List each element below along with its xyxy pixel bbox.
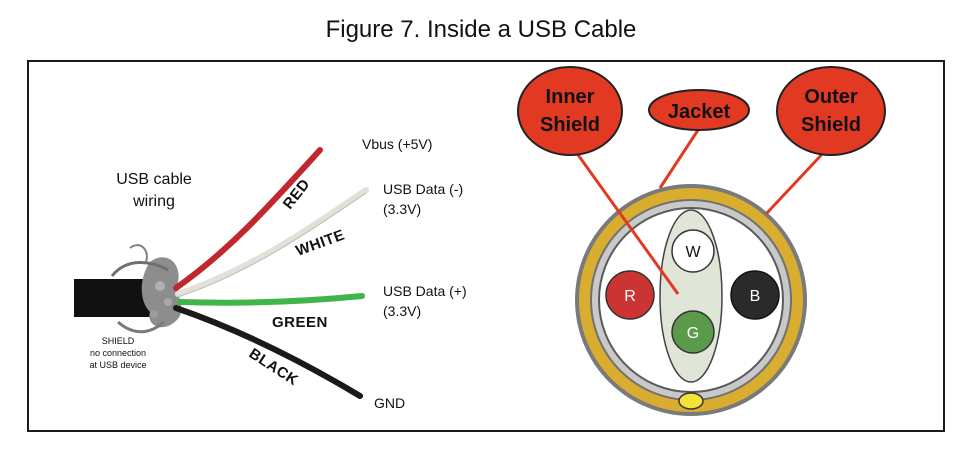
wire-label-red: RED	[280, 176, 314, 213]
pointer-outer-shield	[764, 148, 828, 216]
signal-label-vbus: Vbus (+5V)	[362, 136, 432, 152]
figure-title: Figure 7. Inside a USB Cable	[325, 16, 637, 43]
conductor-green	[671, 310, 715, 354]
conductor-white-letter: W	[685, 244, 701, 261]
callout-jacket-line1: Jacket	[668, 101, 731, 123]
signal-label-data-plus: USB Data (+)	[383, 283, 467, 299]
callout-inner-shield-line1: Inner	[546, 86, 595, 108]
callout-inner-shield	[517, 66, 623, 156]
pointer-jacket	[658, 126, 702, 189]
wire-white	[175, 187, 369, 297]
conductor-green-letter: G	[687, 325, 699, 342]
conductor-red	[605, 270, 655, 320]
photo-caption-line1: USB cable	[116, 171, 192, 188]
callout-inner-shield-line2: Shield	[540, 114, 600, 136]
callout-outer-shield-line2: Shield	[801, 114, 861, 136]
photo-caption-line2: wiring	[132, 193, 175, 210]
shield-note-line1: SHIELD	[102, 336, 135, 346]
conductor-black-letter: B	[750, 288, 761, 305]
drain-wire	[678, 392, 704, 410]
wire-red	[173, 147, 323, 291]
shield-braid	[110, 244, 182, 334]
callout-outer-shield-line1: Outer	[804, 86, 858, 108]
wiring-photo: USB cable wiring SHIELD no connection at…	[74, 136, 467, 411]
wire-green	[177, 293, 365, 306]
signal-label-data-plus-voltage: (3.3V)	[383, 303, 421, 319]
wire-white-edge	[177, 192, 367, 298]
pointer-inner-shield	[574, 151, 680, 295]
conductor-black	[730, 270, 780, 320]
shield-note-line3: at USB device	[89, 360, 146, 370]
wire-label-green: GREEN	[272, 314, 328, 331]
signal-label-gnd: GND	[374, 395, 405, 411]
conductor-red-letter: R	[624, 288, 636, 305]
callout-outer-shield	[776, 66, 886, 156]
cable-cross-section: W R B G Inner Shield Jacket Outer Shield	[517, 66, 886, 416]
shield-note-line2: no connection	[90, 348, 146, 358]
callout-jacket	[648, 89, 750, 131]
signal-label-data-minus: USB Data (-)	[383, 181, 463, 197]
wire-black	[173, 305, 363, 399]
signal-label-data-minus-voltage: (3.3V)	[383, 201, 421, 217]
conductor-white	[671, 229, 715, 273]
